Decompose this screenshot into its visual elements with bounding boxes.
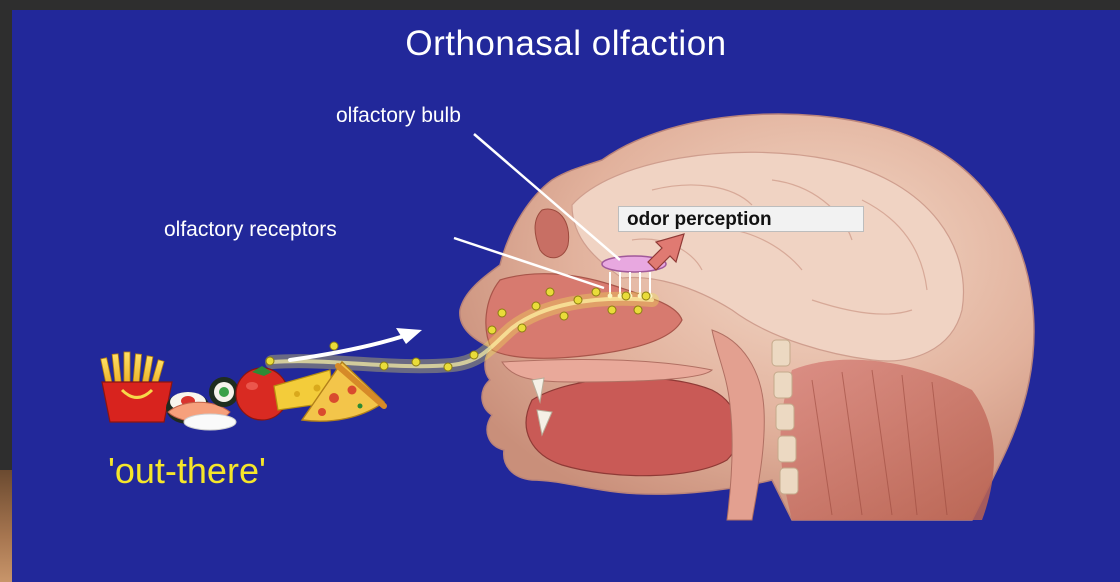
tongue (526, 378, 739, 476)
odor-perception-label: odor perception (618, 206, 864, 232)
sushi-roll-icon (209, 377, 239, 407)
out-there-label: 'out-there' (108, 450, 266, 492)
olfaction-illustration (12, 10, 1120, 582)
food-items (101, 352, 384, 430)
olfactory-bulb-label: olfactory bulb (336, 104, 461, 128)
olfactory-receptors-label: olfactory receptors (164, 218, 337, 242)
presentation-slide: Orthonasal olfaction olfactory bulb olfa… (12, 10, 1120, 582)
slide-title: Orthonasal olfaction (12, 24, 1120, 64)
french-fries-icon (101, 352, 172, 422)
